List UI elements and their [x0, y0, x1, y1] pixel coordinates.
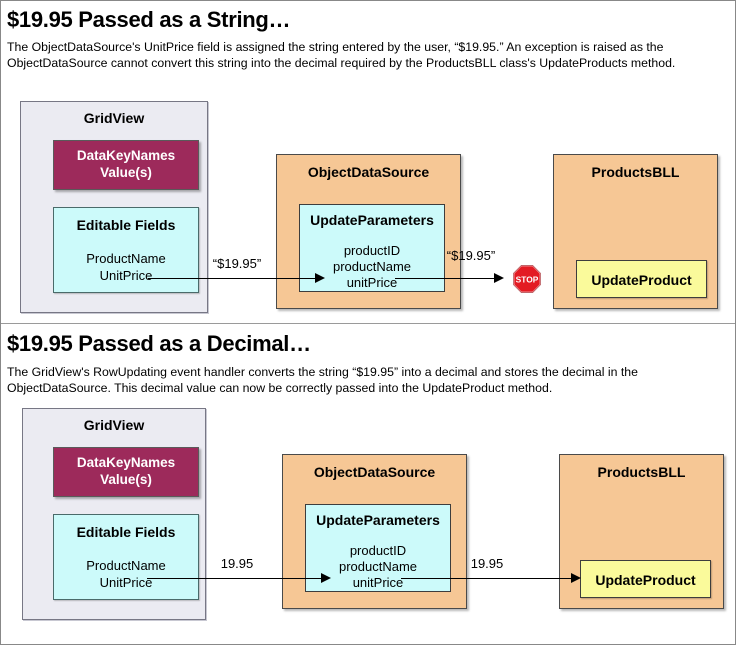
- editable-field-unitprice-decimal: UnitPrice: [99, 575, 153, 590]
- arrow-label-string-1: “$19.95”: [212, 256, 262, 271]
- section-title-string: $19.95 Passed as a String…: [7, 7, 291, 32]
- objectdatasource-title: ObjectDataSource: [307, 164, 430, 180]
- editable-fields-title-decimal: Editable Fields: [76, 524, 176, 540]
- objectdatasource-title-decimal: ObjectDataSource: [313, 464, 436, 480]
- update-param-unitprice-decimal: unitPrice: [352, 575, 404, 590]
- section-description-decimal: The GridView's RowUpdating event handler…: [7, 365, 638, 396]
- editable-fields-box-decimal: Editable Fields ProductName UnitPrice: [53, 514, 199, 600]
- productsbll-box-string: ProductsBLL UpdateProduct: [553, 154, 718, 309]
- section-string-case: $19.95 Passed as a String… The ObjectDat…: [1, 1, 735, 323]
- editable-field-unitprice: UnitPrice: [99, 268, 153, 283]
- update-param-productid: productID: [343, 243, 401, 258]
- gridview-title: GridView: [83, 110, 145, 126]
- productsbll-box-decimal: ProductsBLL UpdateProduct: [559, 454, 724, 609]
- svg-text:STOP: STOP: [516, 274, 539, 284]
- stop-sign-icon: STOP: [512, 264, 542, 294]
- update-param-productid-decimal: productID: [349, 543, 407, 558]
- objectdatasource-box-string: ObjectDataSource UpdateParameters produc…: [276, 154, 461, 309]
- arrow-gridview-to-ods-line-decimal: [147, 578, 323, 579]
- gridview-title-decimal: GridView: [83, 417, 145, 433]
- productsbll-title: ProductsBLL: [591, 164, 680, 180]
- arrow-ods-to-bll-line-decimal: [401, 578, 573, 579]
- arrow-label-string-2: “$19.95”: [446, 248, 496, 263]
- objectdatasource-box-decimal: ObjectDataSource UpdateParameters produc…: [282, 454, 467, 609]
- updateproduct-box-decimal: UpdateProduct: [580, 560, 711, 598]
- updateproduct-label: UpdateProduct: [591, 272, 692, 288]
- datakeynames-box-string: DataKeyNames Value(s): [53, 140, 199, 190]
- datakeynames-line-2-decimal: Value(s): [100, 472, 152, 487]
- datakeynames-line-2: Value(s): [100, 165, 152, 180]
- update-param-unitprice: unitPrice: [346, 275, 398, 290]
- section-decimal-case: $19.95 Passed as a Decimal… The GridView…: [1, 324, 735, 644]
- updateparameters-title-decimal: UpdateParameters: [316, 512, 440, 528]
- updateproduct-box-string: UpdateProduct: [576, 260, 707, 298]
- editable-fields-title: Editable Fields: [76, 217, 176, 233]
- datakeynames-line-1: DataKeyNames: [76, 148, 176, 163]
- editable-field-productname: ProductName: [86, 251, 166, 266]
- section-divider: [1, 323, 735, 324]
- arrow-ods-to-bll-line: [395, 278, 495, 279]
- arrow-ods-to-bll-head-decimal: [571, 573, 581, 583]
- update-param-productname-decimal: productName: [338, 559, 418, 574]
- editable-field-productname-decimal: ProductName: [86, 558, 166, 573]
- arrow-label-decimal-2: 19.95: [470, 556, 504, 571]
- datakeynames-line-1-decimal: DataKeyNames: [76, 455, 176, 470]
- gridview-box-string: GridView DataKeyNames Value(s) Editable …: [20, 101, 208, 313]
- arrow-gridview-to-ods-head-decimal: [321, 573, 331, 583]
- section-title-decimal: $19.95 Passed as a Decimal…: [7, 331, 311, 356]
- editable-fields-box-string: Editable Fields ProductName UnitPrice: [53, 207, 199, 293]
- arrow-gridview-to-ods-line: [148, 278, 317, 279]
- productsbll-title-decimal: ProductsBLL: [597, 464, 686, 480]
- updateparameters-title: UpdateParameters: [310, 212, 434, 228]
- datakeynames-box-decimal: DataKeyNames Value(s): [53, 447, 199, 497]
- updateproduct-label-decimal: UpdateProduct: [595, 572, 696, 588]
- arrow-gridview-to-ods-head: [315, 273, 325, 283]
- gridview-box-decimal: GridView DataKeyNames Value(s) Editable …: [22, 408, 206, 620]
- section-description-string: The ObjectDataSource's UnitPrice field i…: [7, 40, 676, 71]
- arrow-label-decimal-1: 19.95: [220, 556, 254, 571]
- arrow-ods-to-bll-head: [494, 273, 504, 283]
- update-param-productname: productName: [332, 259, 412, 274]
